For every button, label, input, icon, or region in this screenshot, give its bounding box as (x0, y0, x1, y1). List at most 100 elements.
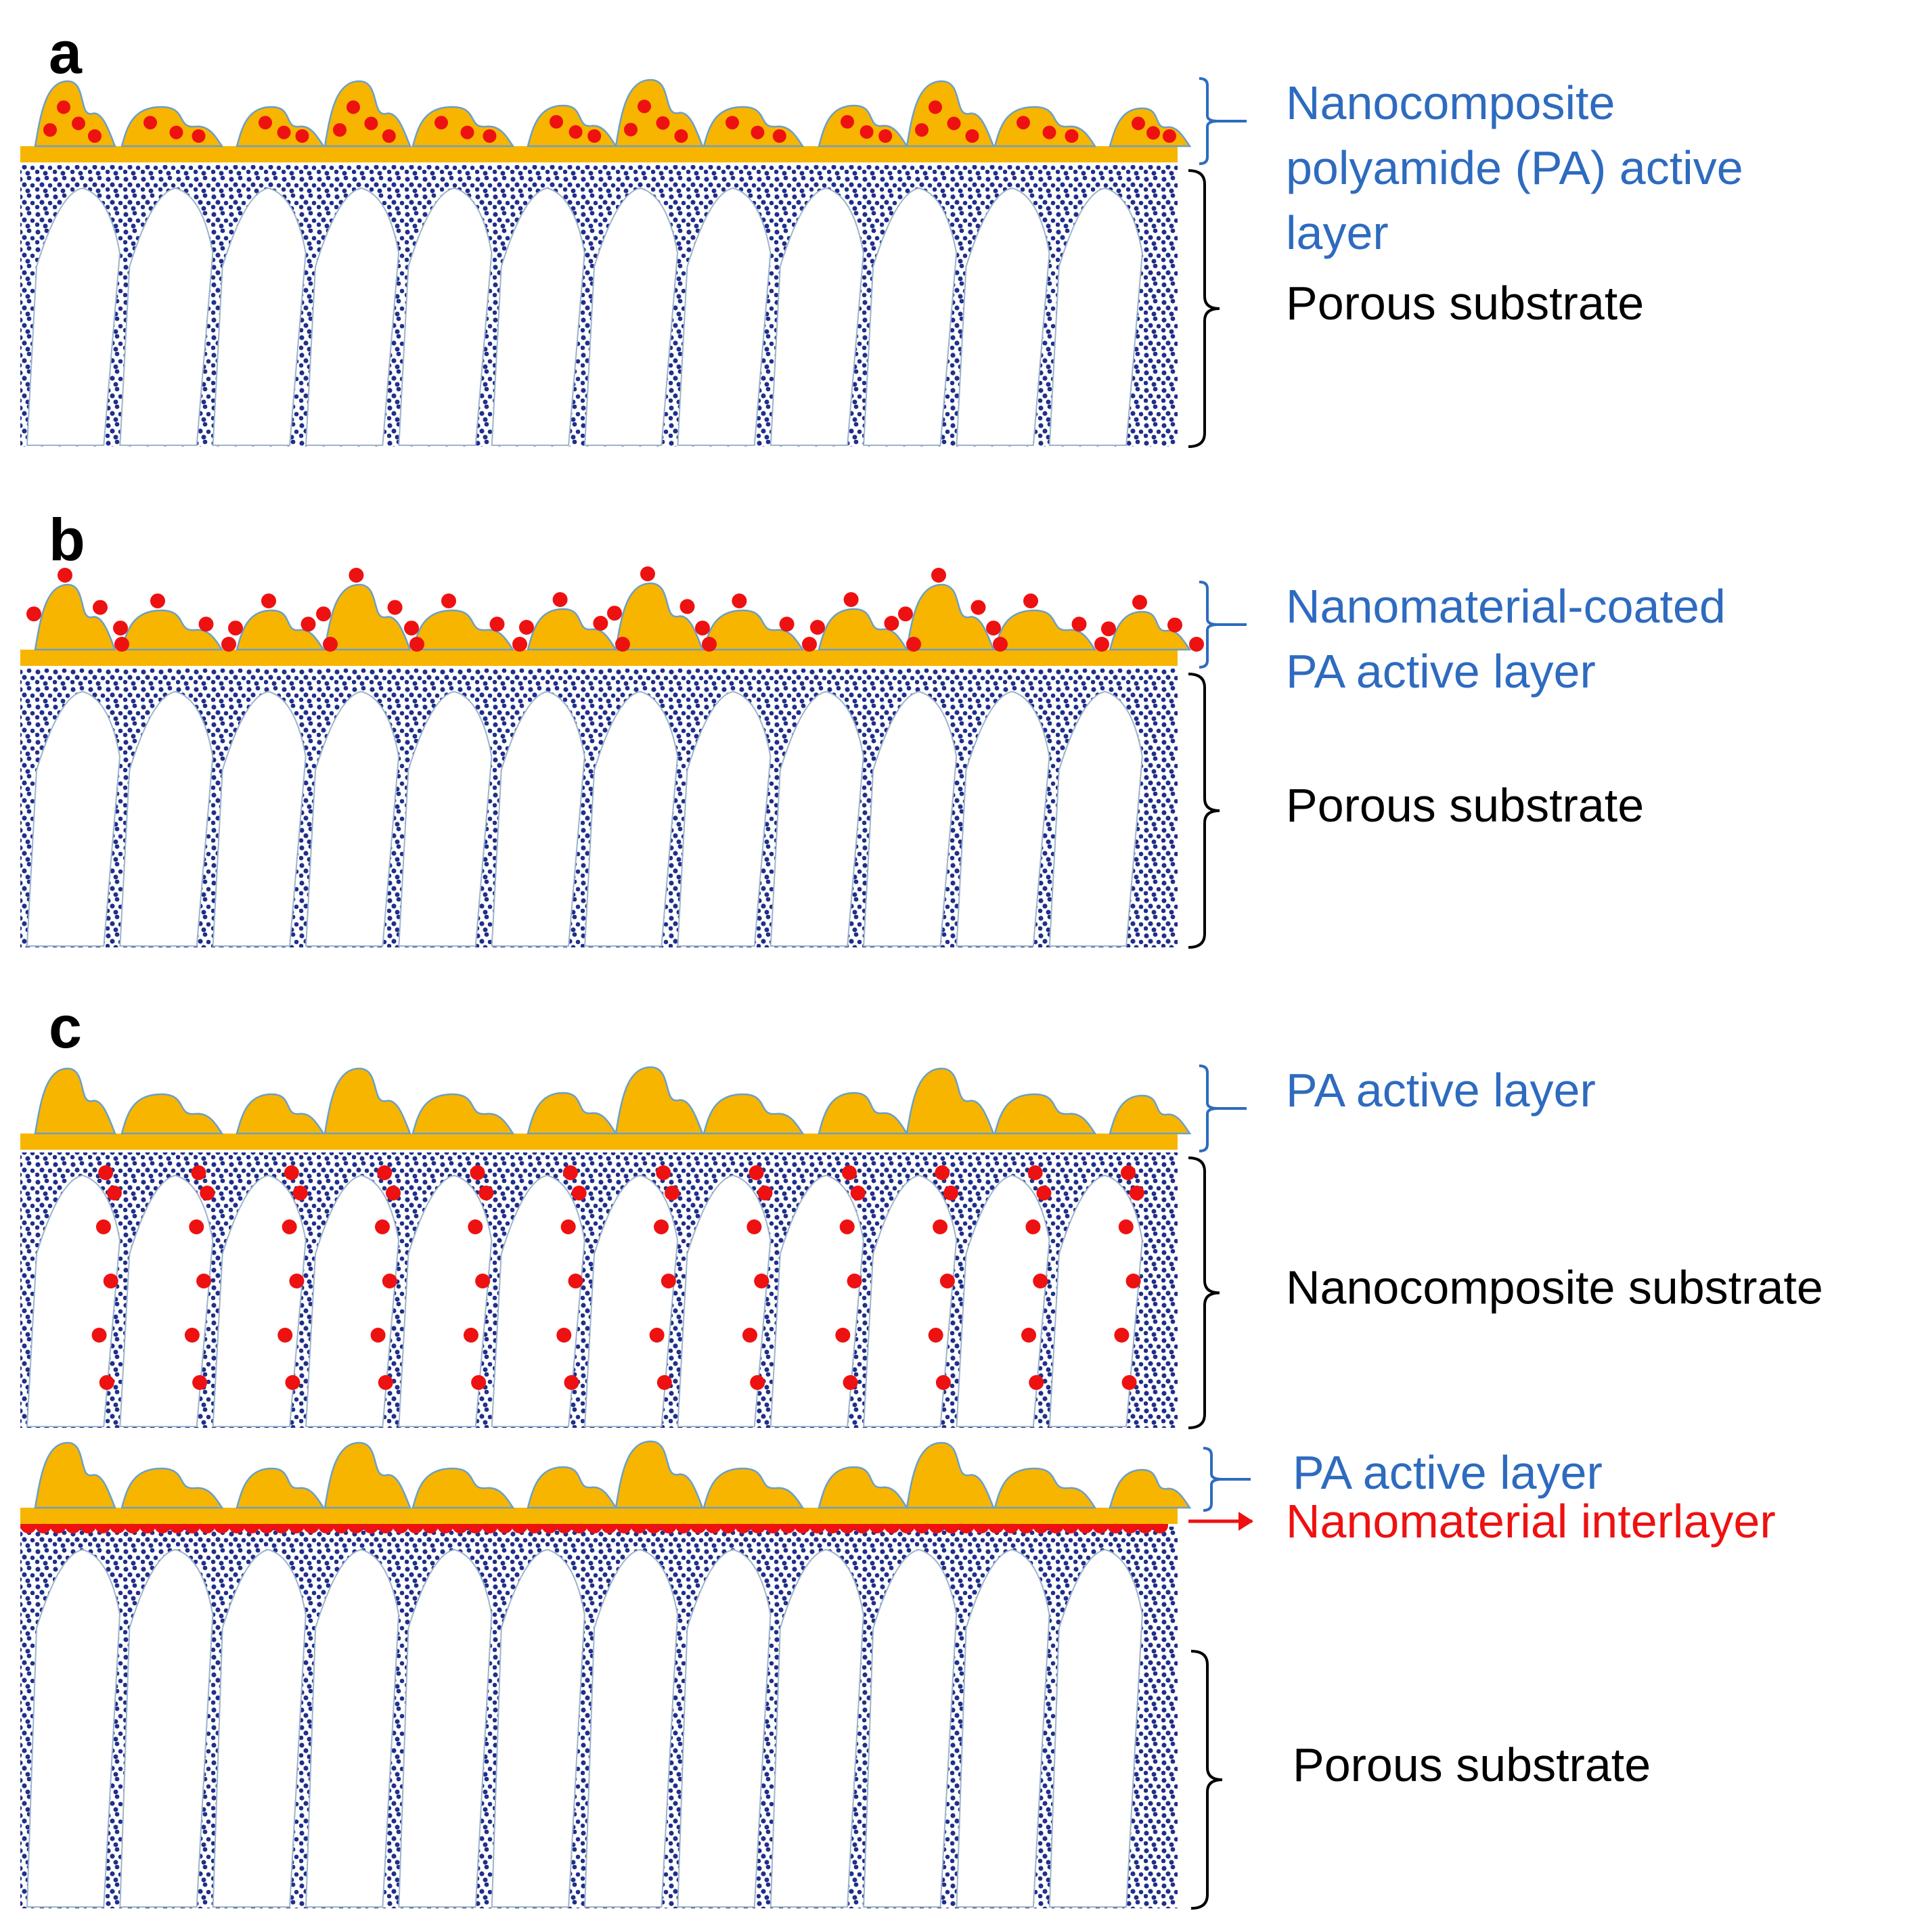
nanoparticle-dot (228, 621, 243, 636)
substrate-pore (769, 1548, 864, 1908)
active-layer-label-line: PA active layer (1286, 1064, 1596, 1117)
pa-lobe (236, 1467, 326, 1509)
substrate-pore (677, 1548, 772, 1908)
nanoparticle-dot (656, 116, 670, 130)
substrate-pore (1048, 690, 1143, 947)
substrate-nanoparticle (463, 1328, 478, 1343)
nanoparticle-dot (947, 116, 961, 131)
pa-lobe (236, 1093, 326, 1135)
substrate-nanoparticle (571, 1186, 587, 1200)
substrate-nanoparticle (103, 1274, 118, 1288)
substrate-nanoparticle (928, 1328, 943, 1343)
pa-lobe (120, 1467, 224, 1509)
substrate-pore (1048, 1174, 1143, 1427)
substrate-nanoparticle (1029, 1375, 1044, 1390)
nanoparticle-dot (114, 637, 129, 652)
substrate-pore (584, 690, 679, 947)
nanoparticle-dot (1132, 595, 1147, 610)
substrate-nanoparticle (378, 1375, 393, 1390)
substrate-nanoparticle (98, 1165, 114, 1180)
nanoparticle-dot (841, 115, 854, 129)
nanoparticle-dot (878, 129, 893, 143)
substrate-pore (863, 690, 958, 947)
pa-lobe (527, 104, 618, 148)
nanoparticle-dot (277, 125, 291, 139)
nanoparticle-dot (679, 599, 695, 614)
substrate-pore (584, 187, 679, 446)
nanoparticle-dot (552, 592, 568, 607)
nanoparticle-dot (568, 125, 583, 139)
nanoparticle-dot (970, 600, 986, 615)
pa-lobe (818, 608, 909, 651)
nanoparticle-dot (347, 100, 360, 114)
substrate-nanoparticle (933, 1219, 948, 1234)
nanoparticle-dot (624, 122, 638, 137)
nanoparticle-dot (779, 616, 795, 632)
substrate-nanoparticle (374, 1219, 390, 1234)
nanoparticle-dot (316, 606, 331, 622)
substrate-nanoparticle (471, 1375, 487, 1390)
substrate-nanoparticle (654, 1219, 669, 1234)
substrate-nanoparticle (285, 1375, 300, 1390)
nanoparticle-dot (906, 637, 921, 652)
nanoparticle-dot (221, 637, 236, 652)
nanoparticle-dot (1163, 129, 1176, 143)
substrate-nanoparticle (835, 1328, 851, 1343)
substrate-pore (863, 187, 958, 446)
pa-lobe (120, 1093, 224, 1135)
interlayer-arrow-head (1238, 1512, 1253, 1531)
nanoparticle-dot (702, 637, 717, 652)
nanoparticle-dot (512, 637, 527, 652)
pa-base-strip (20, 1508, 1178, 1524)
pa-lobe (323, 80, 411, 148)
nanoparticle-dot (993, 637, 1008, 652)
nanoparticle-dot (915, 123, 929, 137)
active-layer-label: PA active layer (1293, 1446, 1603, 1499)
pa-lobe (702, 1093, 805, 1135)
nanoparticle-dot (1167, 617, 1182, 633)
substrate-brace (1188, 673, 1220, 949)
pa-lobe (615, 78, 704, 148)
active-layer-brace (1199, 77, 1247, 165)
substrate-nanoparticle (277, 1328, 293, 1343)
nanoparticle-dot (382, 129, 396, 143)
substrate-label: Nanocomposite substrate (1286, 1261, 1823, 1314)
nanoparticle-dot (259, 116, 272, 130)
substrate-nanoparticle (1027, 1165, 1043, 1180)
nanoparticle-dot (58, 568, 72, 583)
pa-lobe (615, 1066, 704, 1135)
nanoparticle-dot (300, 616, 316, 632)
pa-lobe (236, 106, 326, 148)
pa-lobe (323, 1067, 411, 1135)
substrate-nanoparticle (935, 1165, 950, 1180)
substrate-nanoparticle (649, 1328, 665, 1343)
substrate-pore (119, 1174, 214, 1427)
substrate-nanoparticle (556, 1328, 572, 1343)
pa-lobe (702, 1467, 805, 1509)
pa-lobe (120, 106, 224, 148)
nanoparticle-dot (333, 123, 347, 137)
substrate-nanoparticle (184, 1328, 200, 1343)
nanoparticle-dot (113, 621, 128, 636)
panel-letter: a (49, 19, 83, 86)
substrate-pore (26, 1174, 121, 1427)
substrate-pore (26, 690, 121, 947)
substrate-nanoparticle (106, 1186, 122, 1200)
pa-base-strip (20, 1133, 1178, 1150)
nanoparticle-dot (1132, 116, 1145, 131)
substrate-nanoparticle (475, 1274, 491, 1288)
substrate-pore (212, 187, 307, 446)
nanoparticle-dot (929, 100, 942, 114)
pa-lobe (411, 609, 515, 651)
pa-lobe (906, 1441, 995, 1509)
nanoparticle-dot (695, 621, 710, 636)
substrate-nanoparticle (284, 1165, 299, 1180)
substrate-pore (491, 187, 585, 446)
nanoparticle-dot (725, 116, 739, 130)
nanoparticle-dot (1023, 593, 1038, 608)
substrate-nanoparticle (841, 1165, 857, 1180)
substrate-nanoparticle (99, 1375, 114, 1390)
substrate-nanoparticle (385, 1186, 401, 1200)
